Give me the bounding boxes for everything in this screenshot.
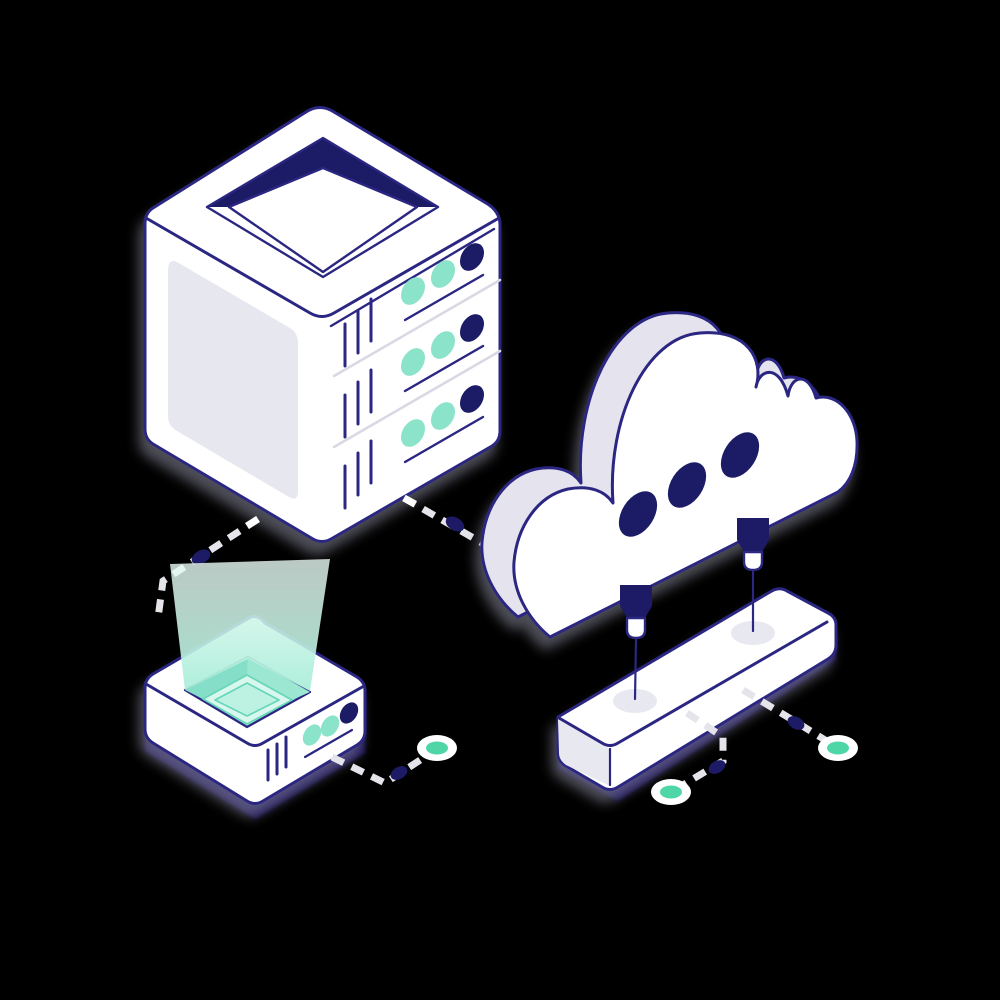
- row1-slot-line: [403, 273, 485, 322]
- cloud-pin-right-cup: [742, 550, 764, 572]
- holo-teal-led-2: [320, 715, 340, 737]
- connector-server-cloud-spark: [402, 494, 417, 508]
- connector-device-node: [330, 735, 457, 788]
- server-rack-illustration: [143, 106, 502, 543]
- node-d-core: [660, 785, 682, 799]
- row3-teal-led-1: [400, 419, 426, 447]
- holo-opening-right-wall: [247, 657, 310, 700]
- row2-slot-line: [403, 344, 485, 393]
- connector-bar-node-right: [741, 687, 858, 761]
- row2-navy-led: [459, 314, 485, 342]
- platform-bar-top-edges: [557, 620, 829, 747]
- connector-bar-node-left: [651, 710, 727, 805]
- connector-bar-node-left-dot: [708, 760, 726, 774]
- connector-server-device-dot: [191, 549, 211, 565]
- server-screen: [227, 166, 419, 274]
- holo-navy-led: [339, 702, 359, 724]
- cloud-dot-1: [618, 491, 658, 537]
- cloud-pin-left-cup: [625, 616, 647, 640]
- row2-teal-led-1: [400, 348, 426, 376]
- server-screen-outer: [205, 136, 440, 279]
- connector-bar-node-right-dot: [787, 716, 805, 730]
- row1-separator: [332, 278, 502, 378]
- row1-teal-led-2: [430, 260, 456, 288]
- row3-navy-led: [459, 385, 485, 413]
- cloud-dot-3: [720, 432, 760, 478]
- connector-server-device: [154, 516, 260, 619]
- holo-opening-recess: [214, 682, 280, 717]
- holo-device-illustration: [143, 559, 367, 819]
- row2-separator: [332, 349, 502, 449]
- server-side-panel: [168, 261, 298, 499]
- platform-pad-right: [731, 621, 775, 645]
- connector-device-node-dot: [390, 766, 408, 780]
- connector-server-device-spark: [245, 516, 260, 529]
- cloud-dot-2: [667, 462, 707, 508]
- holo-light-beam: [170, 559, 330, 691]
- connector-server-device-dashes: [154, 516, 260, 619]
- row1-navy-led: [459, 243, 485, 271]
- cloud-pin-left: [620, 585, 652, 701]
- platform-bar-illustration: [556, 587, 838, 801]
- platform-pad-left: [613, 689, 657, 713]
- platform-bar-endcap: [558, 719, 610, 786]
- holo-teal-led-1: [302, 724, 322, 746]
- holo-opening-left-wall: [185, 657, 248, 699]
- connector-device-node-dashes: [330, 746, 439, 788]
- cloud-pin-right-block: [737, 518, 769, 552]
- cloud-pin-right: [737, 518, 769, 633]
- holo-slot-line: [303, 728, 354, 759]
- server-indicator-row-3: [343, 385, 485, 510]
- node-e-core: [827, 741, 849, 755]
- connector-bar-node-left-dashes: [671, 710, 727, 795]
- cloud-pin-left-block: [620, 585, 652, 618]
- row2-teal-led-2: [430, 331, 456, 359]
- row3-teal-led-2: [430, 402, 456, 430]
- row1-teal-led-1: [400, 277, 426, 305]
- server-indicator-row-1: [332, 243, 502, 378]
- server-top-edges: [144, 216, 501, 318]
- server-indicator-row-2: [332, 314, 502, 449]
- cloud-pin-left-wire: [633, 638, 638, 701]
- node-c-core: [426, 741, 448, 755]
- cloud-illustration: [480, 311, 859, 639]
- connector-server-cloud-dot: [445, 516, 465, 532]
- row3-slot-line: [403, 415, 485, 464]
- server-screen-bezel: [207, 138, 438, 207]
- holo-device-top-edges: [144, 682, 366, 747]
